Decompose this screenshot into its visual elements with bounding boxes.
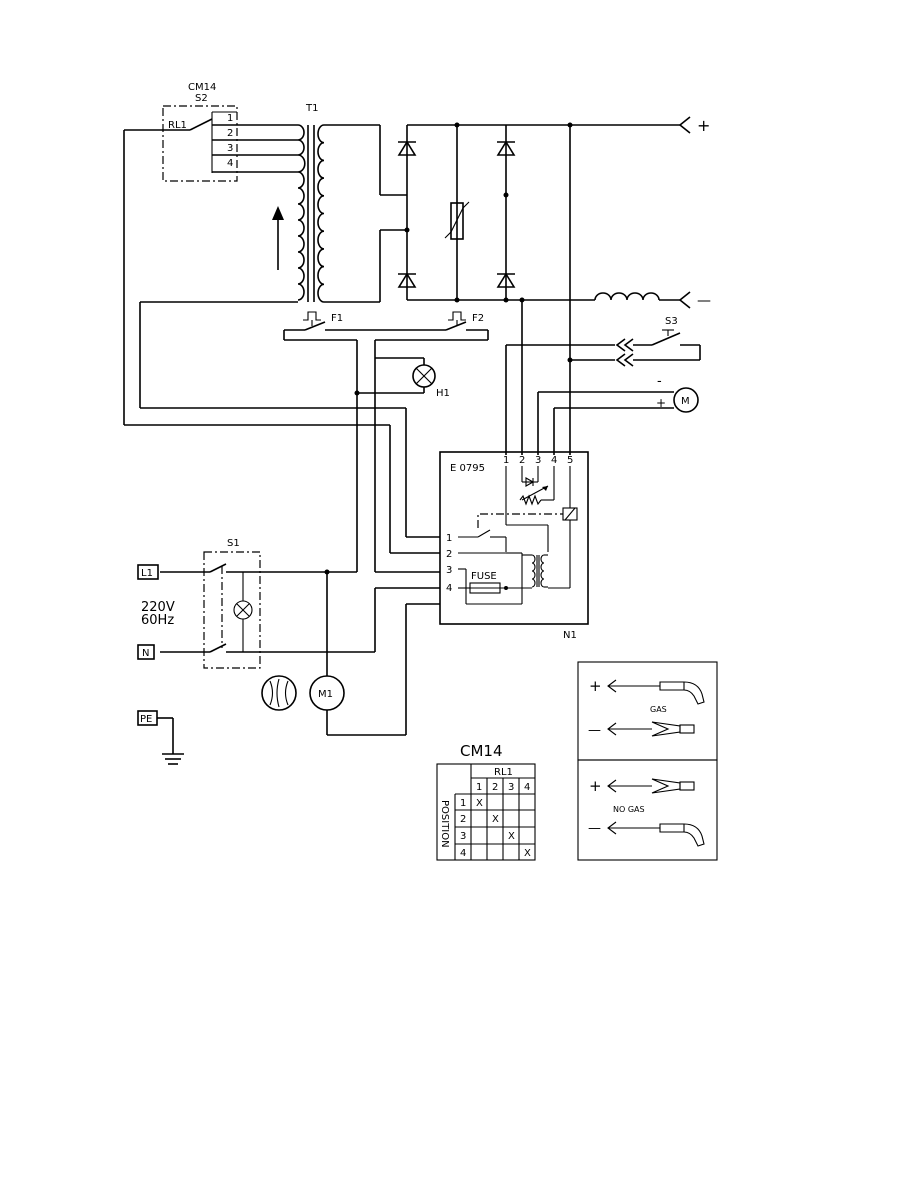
mains-switch-s1: S1: [160, 538, 375, 669]
legend-no-gas: + — NO GAS: [588, 777, 705, 847]
gas-label: GAS: [650, 705, 667, 714]
motor-label: M: [681, 396, 690, 407]
col-1: 1: [476, 782, 482, 793]
cell-r1c1: X: [476, 798, 483, 809]
diode-d4: [496, 272, 516, 288]
gas-plus: +: [589, 677, 602, 695]
col-3: 3: [508, 782, 514, 793]
pin-5-label: 5: [567, 455, 573, 466]
electrode-holder-icon: [651, 721, 695, 737]
nogas-plus: +: [589, 777, 602, 795]
diode-d1: [397, 140, 417, 156]
terminal-n: N: [137, 644, 155, 660]
motor-plus-label: +: [656, 396, 666, 410]
polarity-legend: + — GAS + — NO GAS: [577, 661, 718, 861]
frequency-label: 60Hz: [141, 613, 174, 628]
s2-label: S2: [195, 93, 208, 104]
tap-2-label: 2: [227, 128, 233, 139]
rectifier-bridge: [397, 122, 680, 303]
tap-numbers: 1 2 3 4: [211, 111, 237, 173]
cell-r4c4: X: [524, 848, 531, 859]
transformer-t1: T1: [272, 103, 325, 303]
cell-r2c2: X: [492, 814, 499, 825]
m1-label: M1: [318, 689, 333, 700]
output-inductor: [594, 292, 680, 301]
board-label: E 0795: [450, 463, 485, 474]
t1-label: T1: [305, 103, 318, 114]
diode-d2: [397, 272, 417, 288]
selector-switch-s2: CM14 S2 RL1 1 2 3 4: [124, 82, 298, 182]
rl1-header: RL1: [494, 767, 513, 778]
col-4: 4: [524, 782, 530, 793]
gas-minus: —: [588, 723, 601, 738]
torch-switch-s3: S3: [505, 316, 701, 455]
s1-label: S1: [227, 538, 240, 549]
minus-label: —: [697, 293, 711, 309]
tap-3-label: 3: [227, 143, 233, 154]
in-1-label: 1: [446, 533, 452, 544]
pin-2-label: 2: [519, 455, 525, 466]
plus-label: +: [697, 116, 710, 135]
voltage-label: 220V: [141, 600, 175, 615]
col-2: 2: [492, 782, 498, 793]
torch-icon: [659, 823, 705, 847]
terminal-l1: L1: [137, 564, 159, 580]
tap-1-label: 1: [227, 113, 233, 124]
fuse-label: FUSE: [471, 571, 497, 582]
protective-earth: PE: [137, 710, 184, 765]
f2-label: F2: [472, 313, 484, 324]
pe-label: PE: [140, 714, 152, 725]
n1-label: N1: [563, 630, 577, 641]
in-2-label: 2: [446, 549, 452, 560]
nogas-minus: —: [588, 821, 601, 836]
row-4-position: 4: [460, 848, 466, 859]
diode-d3: [496, 140, 516, 156]
torch-icon: [659, 681, 705, 705]
row-3-position: 3: [460, 831, 466, 842]
varistor: [444, 201, 470, 240]
motor-minus-label: -: [657, 374, 662, 389]
fuse: FUSE: [469, 571, 501, 594]
cm14-table: CM14 RL1 1 2 3 4 POSITION 1 2 3 4 X X X …: [436, 742, 536, 861]
fan-icon: [261, 675, 297, 711]
control-board-n1: E 0795 1 2 3 4 5 N1 1 2 3 4: [439, 451, 589, 641]
rl1-label: RL1: [168, 120, 187, 131]
f1-label: F1: [331, 313, 343, 324]
pin-3-label: 3: [535, 455, 541, 466]
thermal-protectors: F1 F2: [139, 301, 489, 572]
position-label: POSITION: [439, 800, 450, 848]
cm14-table-title: CM14: [460, 742, 503, 760]
h1-label: H1: [436, 388, 450, 399]
electrode-holder-icon: [651, 778, 695, 794]
output-positive-terminal: +: [678, 116, 710, 135]
pin-1-label: 1: [503, 455, 509, 466]
tap-4-label: 4: [227, 158, 233, 169]
in-3-label: 3: [446, 565, 452, 576]
n-label: N: [142, 648, 149, 659]
l1-label: L1: [141, 568, 153, 579]
cell-r3c3: X: [508, 831, 515, 842]
cm14-label: CM14: [188, 82, 216, 93]
legend-gas: + — GAS: [588, 677, 705, 738]
pilot-lamp-h1: H1: [354, 357, 450, 399]
in-4-label: 4: [446, 583, 452, 594]
row-1-position: 1: [460, 798, 466, 809]
pin-4-label: 4: [551, 455, 557, 466]
output-negative-terminal: —: [678, 291, 711, 309]
wire-feed-motor: M - +: [537, 374, 699, 455]
row-2-position: 2: [460, 814, 466, 825]
fan-motor-m1: M1: [261, 572, 407, 736]
s3-label: S3: [665, 316, 678, 327]
nogas-label: NO GAS: [613, 805, 645, 814]
